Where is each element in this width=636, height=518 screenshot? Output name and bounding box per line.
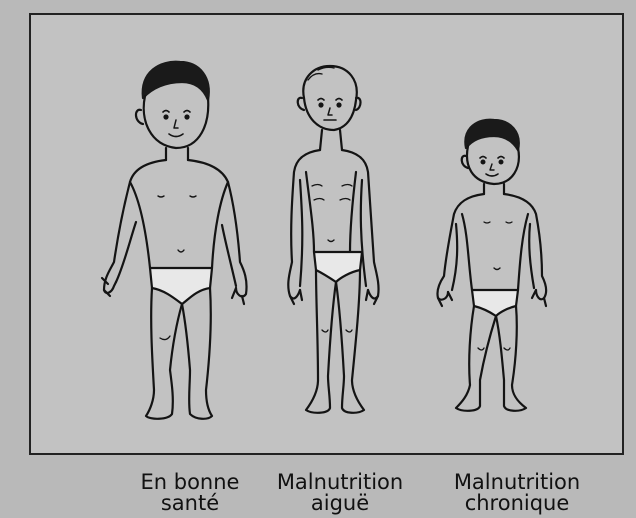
healthy-child-figure — [102, 62, 247, 419]
caption-chronic-malnutrition: Malnutrition chronique — [437, 472, 597, 514]
acute-malnutrition-child-figure — [288, 66, 378, 413]
caption-healthy: En bonne santé — [120, 472, 260, 514]
caption-acute-malnutrition: Malnutrition aiguë — [260, 472, 420, 514]
chronic-malnutrition-child-figure — [437, 120, 546, 411]
